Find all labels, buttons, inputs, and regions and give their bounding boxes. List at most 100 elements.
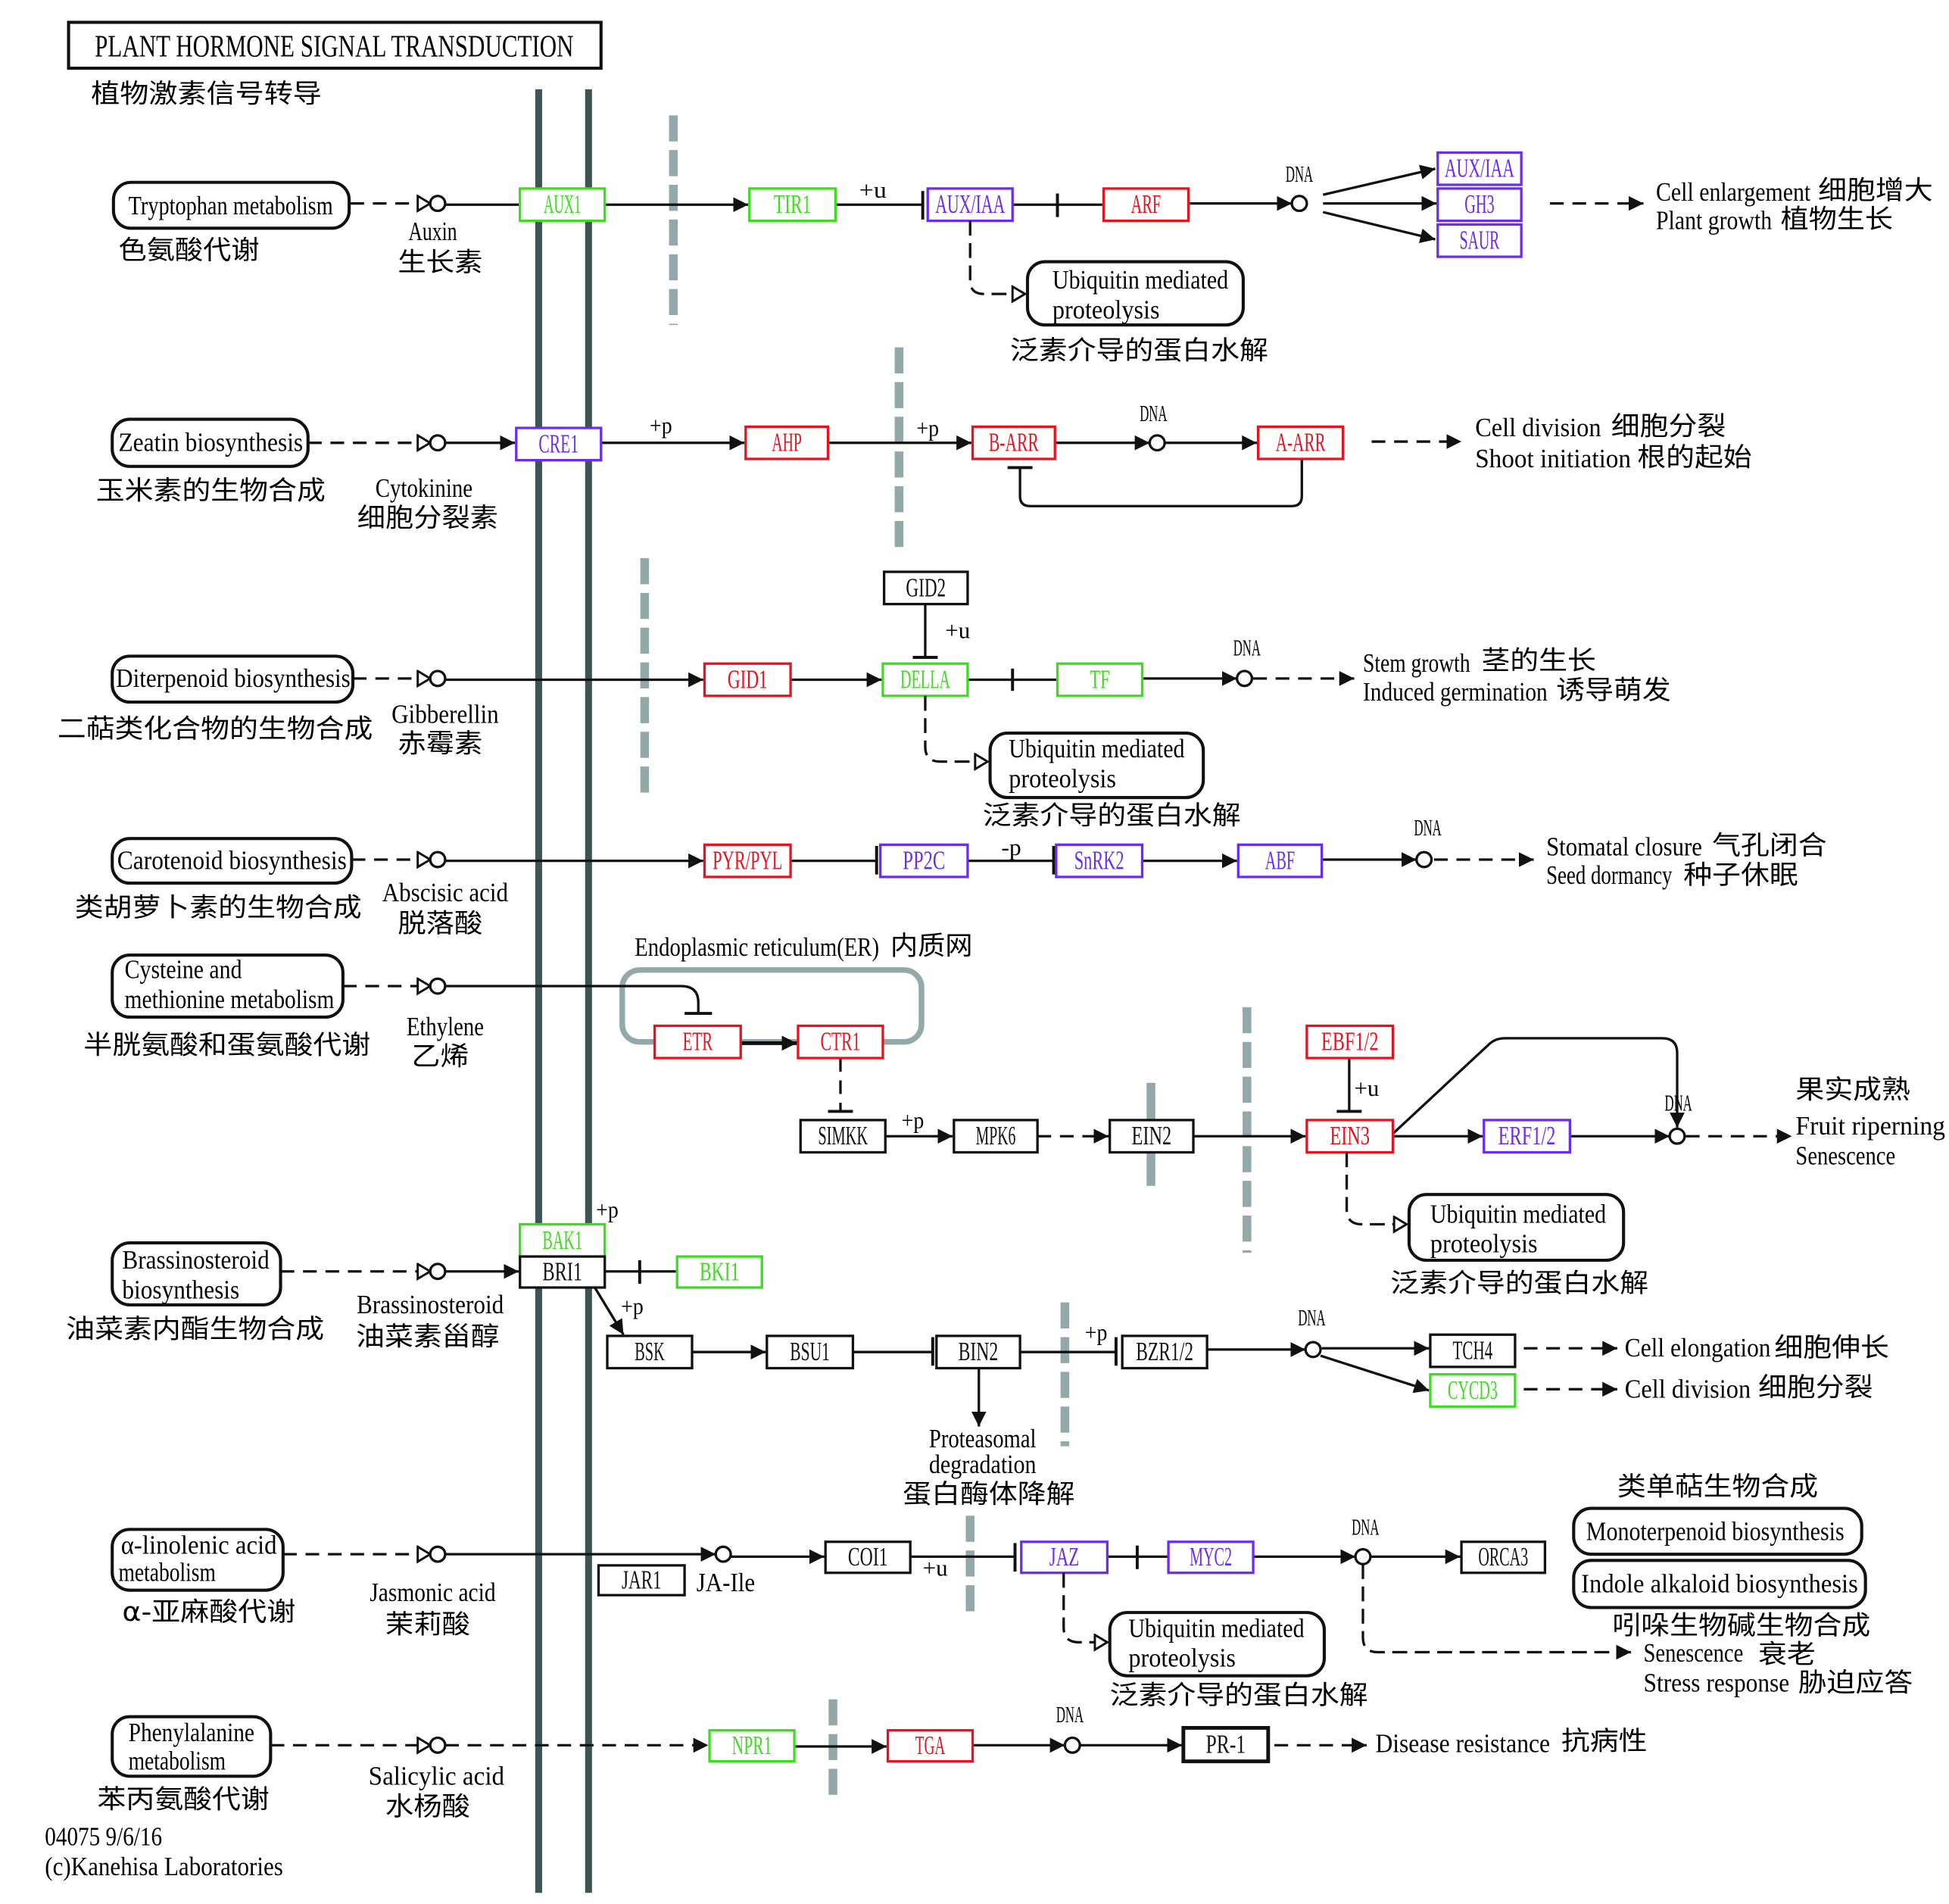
gene-cre1[interactable]: CRE1 xyxy=(515,426,603,462)
gene-snrk2[interactable]: SnRK2 xyxy=(1055,843,1144,879)
pathway-box xyxy=(1108,1611,1326,1678)
gene-orca3[interactable]: ORCA3 xyxy=(1460,1540,1547,1575)
compound-gibberellin[interactable] xyxy=(429,670,447,688)
gene-bzr1-2[interactable]: BZR1/2 xyxy=(1121,1334,1208,1370)
outcome-label-cn: 诱导萌发 xyxy=(1556,676,1671,706)
pathway-label: metabolism xyxy=(118,1559,216,1587)
edge-label-ubiquitination: +u xyxy=(945,617,970,644)
gene-bin2[interactable]: BIN2 xyxy=(935,1334,1021,1370)
compound-abscisic-acid[interactable] xyxy=(429,851,447,869)
gene-b-arr[interactable]: B-ARR xyxy=(971,425,1056,460)
outcome-label: Cell division xyxy=(1625,1375,1751,1403)
gene-abf[interactable]: ABF xyxy=(1236,843,1324,879)
hormone-name: Gibberellin xyxy=(391,700,499,729)
gene-pyr-pyl[interactable]: PYR/PYL xyxy=(703,843,792,879)
gene-bri1[interactable]: BRI1 xyxy=(519,1255,607,1289)
gene-coi1[interactable]: COI1 xyxy=(824,1540,912,1575)
gene-gid1-box xyxy=(703,662,792,698)
gene-tf[interactable]: TF xyxy=(1056,662,1144,698)
pathway-tryptophan-metabolism[interactable]: Tryptophan metabolism xyxy=(111,180,351,230)
gene-bak1[interactable]: BAK1 xyxy=(519,1222,607,1258)
pathway-ubiquitin-proteolysis[interactable]: Ubiquitin mediated proteolysis xyxy=(1407,1193,1626,1263)
gene-ahp[interactable]: AHP xyxy=(744,425,830,460)
pathway-alpha-linolenic-acid-metabolism[interactable]: α-linolenic acid metabolism xyxy=(111,1528,285,1592)
gene-gid1[interactable]: GID1 xyxy=(703,662,792,698)
compound-brassinosteroid[interactable] xyxy=(429,1263,447,1281)
gene-ein3[interactable]: EIN3 xyxy=(1305,1119,1395,1154)
gene-erf1-2[interactable]: ERF1/2 xyxy=(1483,1119,1572,1154)
gene-tir1[interactable]: TIR1 xyxy=(748,187,837,223)
compound-auxin[interactable] xyxy=(429,195,447,213)
pathway-ubiquitin-proteolysis[interactable]: Ubiquitin mediated proteolysis xyxy=(988,731,1205,800)
compound-salicylic-acid[interactable] xyxy=(429,1736,447,1754)
pathway-label: Diterpenoid biosynthesis xyxy=(116,664,351,693)
gene-ebf1-2[interactable]: EBF1/2 xyxy=(1305,1024,1395,1060)
outcome-label: Shoot initiation xyxy=(1475,445,1631,473)
gene-arf[interactable]: ARF xyxy=(1102,187,1190,223)
gene-jaz[interactable]: JAZ xyxy=(1020,1540,1109,1575)
gene-myc2[interactable]: MYC2 xyxy=(1167,1540,1255,1575)
compound-ja-ile[interactable] xyxy=(714,1545,732,1563)
gene-bsk-box xyxy=(606,1334,694,1370)
gene-bsu1[interactable]: BSU1 xyxy=(766,1334,855,1370)
pathway-ubiquitin-proteolysis[interactable]: Ubiquitin mediated proteolysis xyxy=(1108,1611,1326,1678)
gene-mpk6[interactable]: MPK6 xyxy=(953,1119,1039,1154)
dna-node[interactable] xyxy=(1063,1736,1081,1754)
gene-aux-iaa-target[interactable]: AUX/IAA xyxy=(1436,151,1523,186)
gene-tch4[interactable]: TCH4 xyxy=(1429,1333,1517,1369)
pathway-ubiquitin-proteolysis[interactable]: Ubiquitin mediated proteolysis xyxy=(1025,260,1245,327)
row-salicylic-acid: Phenylalanine metabolism 苯丙氨酸代谢 Salicyli… xyxy=(97,1701,1647,1822)
compound-cytokinin[interactable] xyxy=(429,434,447,452)
dna-node[interactable] xyxy=(1304,1341,1322,1359)
gene-npr1[interactable]: NPR1 xyxy=(708,1729,796,1763)
gene-tga[interactable]: TGA xyxy=(886,1729,974,1763)
dna-node[interactable] xyxy=(1236,670,1254,688)
gene-aux1[interactable]: AUX1 xyxy=(519,187,607,223)
pathway-phenylalanine-metabolism[interactable]: Phenylalanine metabolism xyxy=(111,1715,273,1778)
gene-a-arr[interactable]: A-ARR xyxy=(1257,425,1345,460)
dna-node[interactable] xyxy=(1148,434,1166,452)
process-label: Proteasomal xyxy=(929,1425,1037,1453)
gene-aux-iaa[interactable]: AUX/IAA xyxy=(926,187,1014,223)
pathway-label: Indole alkaloid biosynthesis xyxy=(1581,1570,1858,1599)
dna-node[interactable] xyxy=(1415,851,1433,869)
gene-cycd3[interactable]: CYCD3 xyxy=(1429,1373,1517,1408)
compartment-label-cn: 内质网 xyxy=(890,932,973,962)
gene-saur[interactable]: SAUR xyxy=(1436,223,1523,258)
pathway-zeatin-biosynthesis[interactable]: Zeatin biosynthesis xyxy=(111,417,310,468)
gene-pp2c[interactable]: PP2C xyxy=(879,843,969,879)
compound-ethylene[interactable] xyxy=(429,977,447,995)
gene-della[interactable]: DELLA xyxy=(881,662,969,698)
gene-simkk[interactable]: SIMKK xyxy=(799,1119,887,1154)
gene-gh3[interactable]: GH3 xyxy=(1436,187,1523,223)
dna-node[interactable] xyxy=(1354,1547,1372,1565)
gene-bsk-label: BSK xyxy=(635,1337,665,1366)
dna-node[interactable] xyxy=(1668,1127,1686,1145)
pathway-diterpenoid-biosynthesis[interactable]: Diterpenoid biosynthesis xyxy=(111,654,355,704)
pathway-indole-alkaloid-biosynthesis[interactable]: Indole alkaloid biosynthesis xyxy=(1572,1559,1867,1609)
gene-gid2[interactable]: GID2 xyxy=(882,570,969,606)
compound-jasmonic-acid[interactable] xyxy=(429,1545,447,1563)
pathway-monoterpenoid-biosynthesis[interactable]: Monoterpenoid biosynthesis xyxy=(1572,1506,1863,1556)
edge-label-ubiquitination: +u xyxy=(923,1555,948,1581)
pathway-carotenoid-biosynthesis[interactable]: Carotenoid biosynthesis xyxy=(111,837,354,885)
gene-pr-1[interactable]: PR-1 xyxy=(1181,1725,1271,1764)
gene-etr[interactable]: ETR xyxy=(653,1024,742,1060)
pathway-brassinosteroid-biosynthesis[interactable]: Brassinosteroid biosynthesis xyxy=(111,1241,282,1306)
row-brassinosteroid: Brassinosteroid biosynthesis 油菜素内酯生物合成 B… xyxy=(66,1196,1889,1509)
gene-ein2[interactable]: EIN2 xyxy=(1109,1119,1195,1154)
gene-ctr1[interactable]: CTR1 xyxy=(797,1024,884,1060)
outcome-label-cn: 衰老 xyxy=(1758,1640,1816,1670)
dna-node[interactable] xyxy=(1290,195,1308,213)
pathway-cysteine-methionine-metabolism[interactable]: Cysteine and methionine metabolism xyxy=(111,954,345,1019)
edge-a-arr-b-arr-feedback xyxy=(1018,458,1303,507)
edge-label-phosphorylation: +p xyxy=(902,1107,925,1133)
gene-bsu1-label: BSU1 xyxy=(790,1337,830,1366)
outcome-label: Stress response xyxy=(1644,1669,1790,1698)
outcome-label: Senescence xyxy=(1795,1141,1895,1170)
gene-bsk[interactable]: BSK xyxy=(606,1334,694,1370)
gene-jar1[interactable]: JAR1 xyxy=(597,1564,686,1597)
edge-dna-aux-iaa xyxy=(1322,164,1436,196)
gene-bki1[interactable]: BKI1 xyxy=(675,1255,763,1289)
